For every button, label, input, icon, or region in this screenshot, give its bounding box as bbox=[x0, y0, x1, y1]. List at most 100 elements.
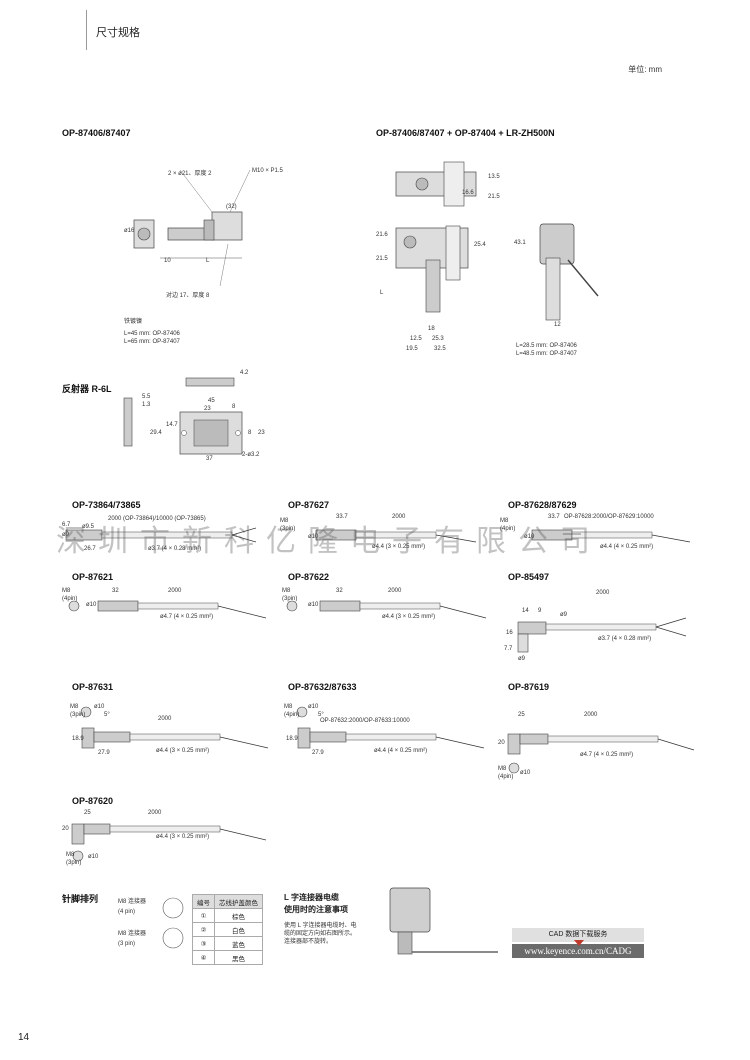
dim-nut: 对边 17、厚度 8 bbox=[166, 293, 210, 299]
cable-4-conn: M8 bbox=[282, 588, 291, 594]
cable-1-length: 2000 bbox=[392, 514, 406, 520]
cable-3-length: 2000 bbox=[168, 588, 182, 594]
cable-6-drawing bbox=[80, 706, 269, 749]
cable-1-drawing bbox=[315, 529, 477, 543]
unit-label: 单位: mm bbox=[628, 65, 662, 74]
cable-9-spec: ø4.4 (3 × 0.25 mm²) bbox=[156, 834, 210, 840]
section-title: 尺寸规格 bbox=[96, 27, 140, 39]
dim-r-6: 14.7 bbox=[166, 422, 178, 428]
cable-9-pins: (3pin) bbox=[66, 860, 82, 866]
cable-7-conn: M8 bbox=[284, 704, 293, 710]
reflector-drawing bbox=[123, 377, 243, 455]
caution-body-1: 使用 L 字连接器电缆时、电 bbox=[284, 923, 357, 929]
pinout-conn4: M8 连接器 bbox=[118, 899, 147, 905]
dim-r-10: 37 bbox=[206, 456, 213, 462]
cad-url-link[interactable]: www.keyence.com.cn/CADG bbox=[512, 944, 644, 958]
cable-5-d1: 14 bbox=[522, 608, 529, 614]
cable-9-conn: M8 bbox=[66, 852, 75, 858]
sensor-illustration bbox=[389, 887, 498, 955]
caution-title-1: L 字连接器电缆 bbox=[284, 893, 339, 902]
cad-download-banner[interactable]: CAD 数据下载服务 www.keyence.com.cn/CADG bbox=[512, 928, 644, 962]
pinout-title: 针脚排列 bbox=[62, 894, 99, 904]
cable-8-spec: ø4.7 (4 × 0.25 mm²) bbox=[580, 752, 634, 758]
cable-5-drawing bbox=[517, 617, 687, 653]
cable-9-dia: ø10 bbox=[88, 854, 99, 860]
cable-4-title: OP-87622 bbox=[288, 572, 330, 582]
dim-r-11: 2-ø3.2 bbox=[242, 452, 260, 458]
length-note-1: L=45 mm: OP-87406 bbox=[124, 331, 180, 337]
dim-b-2: 16.6 bbox=[462, 190, 474, 196]
cable-3-pins: (4pin) bbox=[62, 596, 78, 602]
cable-7-d2: 27.9 bbox=[312, 750, 324, 756]
pin-1-number: ① bbox=[192, 908, 215, 923]
caution-body-2: 缆的固定方向如右图所示。 bbox=[284, 931, 357, 937]
dim-b-9: 25.3 bbox=[432, 336, 444, 342]
pin-3-color: 蓝色 bbox=[214, 936, 263, 951]
cable-6-d2: 27.9 bbox=[98, 750, 110, 756]
cable-8-title: OP-87619 bbox=[508, 682, 550, 692]
cable-2-length: OP-87628:2000/OP-87629:10000 bbox=[564, 514, 654, 520]
cable-7-pins: (4pin) bbox=[284, 712, 300, 718]
dim-16: ø16 bbox=[124, 228, 135, 234]
dim-b-7: 18 bbox=[428, 326, 435, 332]
cable-7-length: OP-87632:2000/OP-87633:10000 bbox=[320, 718, 410, 724]
cable-5-title: OP-85497 bbox=[508, 572, 550, 582]
pinout-conn3: M8 连接器 bbox=[118, 931, 147, 937]
bracket-a-title: OP-87406/87407 bbox=[62, 128, 131, 138]
caution-body-3: 连接器部不旋转。 bbox=[284, 939, 333, 945]
pin-3-number: ③ bbox=[192, 936, 215, 951]
cable-0-d1: 6.7 bbox=[62, 522, 71, 528]
dim-r-9: 23 bbox=[258, 430, 265, 436]
dim-b-3: 21.6 bbox=[376, 232, 388, 238]
cable-9-title: OP-87620 bbox=[72, 796, 114, 806]
dim-r-8: 8 bbox=[248, 430, 252, 436]
cable-5-d6: ø9 bbox=[518, 656, 526, 662]
pin-2-number: ② bbox=[192, 922, 215, 937]
cable-4-drawing bbox=[286, 600, 487, 619]
watermark: 深圳市新科亿隆电子有限公司 bbox=[56, 524, 602, 559]
cable-9-d1: 25 bbox=[84, 810, 91, 816]
cable-7-dia: ø10 bbox=[308, 704, 319, 710]
header-divider bbox=[86, 10, 87, 50]
cable-5-d3: ø9 bbox=[560, 612, 568, 618]
cad-arrow-icon bbox=[574, 940, 584, 946]
cable-0-d2: ø9.5 bbox=[82, 524, 95, 530]
pin-header-number: 编号 bbox=[192, 894, 215, 909]
cable-6-conn: M8 bbox=[70, 704, 79, 710]
dim-32: (32) bbox=[226, 204, 237, 210]
cable-6-length: 2000 bbox=[158, 716, 172, 722]
cable-8-pins: (4pin) bbox=[498, 774, 514, 780]
cable-6-ang: 5° bbox=[104, 712, 110, 718]
cable-2-spec: ø4.4 (4 × 0.25 mm²) bbox=[600, 544, 654, 550]
dim-b-11: 32.5 bbox=[434, 346, 446, 352]
cable-3-conn: M8 bbox=[62, 588, 71, 594]
cable-6-title: OP-87631 bbox=[72, 682, 114, 692]
dim-b-1: 21.5 bbox=[488, 194, 500, 200]
length-note-2: L=65 mm: OP-87407 bbox=[124, 339, 180, 345]
cable-6-dia: ø10 bbox=[94, 704, 105, 710]
cable-9-drawing bbox=[71, 823, 267, 862]
cable-4-length: 2000 bbox=[388, 588, 402, 594]
cable-4-dia: ø10 bbox=[308, 602, 319, 608]
cable-8-d2: 20 bbox=[498, 740, 505, 746]
cable-0-d3: ø9 bbox=[62, 532, 70, 538]
dim-thread: M10 × P1.5 bbox=[252, 168, 283, 174]
dim-r-3: 45 bbox=[208, 398, 215, 404]
length-note-b2: L=48.5 mm: OP-87407 bbox=[516, 351, 577, 357]
dim-r-4: 8 bbox=[232, 404, 236, 410]
cable-5-spec: ø3.7 (4 × 0.28 mm²) bbox=[598, 636, 652, 642]
length-note-b1: L=28.5 mm: OP-87406 bbox=[516, 343, 577, 349]
cable-4-spec: ø4.4 (3 × 0.25 mm²) bbox=[382, 614, 436, 620]
dim-b-12: 43.1 bbox=[514, 240, 526, 246]
cable-7-title: OP-87632/87633 bbox=[288, 682, 357, 692]
cable-8-length: 2000 bbox=[584, 712, 598, 718]
cable-5-length: 2000 bbox=[596, 590, 610, 596]
cable-7-d1: 18.9 bbox=[286, 736, 298, 742]
dim-b-6: L bbox=[380, 290, 384, 296]
dim-b-13: 12 bbox=[554, 322, 561, 328]
pin-4-color: 黑色 bbox=[214, 950, 263, 965]
dim-plate: 2 × ø21、厚度 2 bbox=[168, 171, 212, 177]
dim-b-8: 12.5 bbox=[410, 336, 422, 342]
cable-7-drawing bbox=[296, 706, 485, 749]
dim-b-0: 13.5 bbox=[488, 174, 500, 180]
